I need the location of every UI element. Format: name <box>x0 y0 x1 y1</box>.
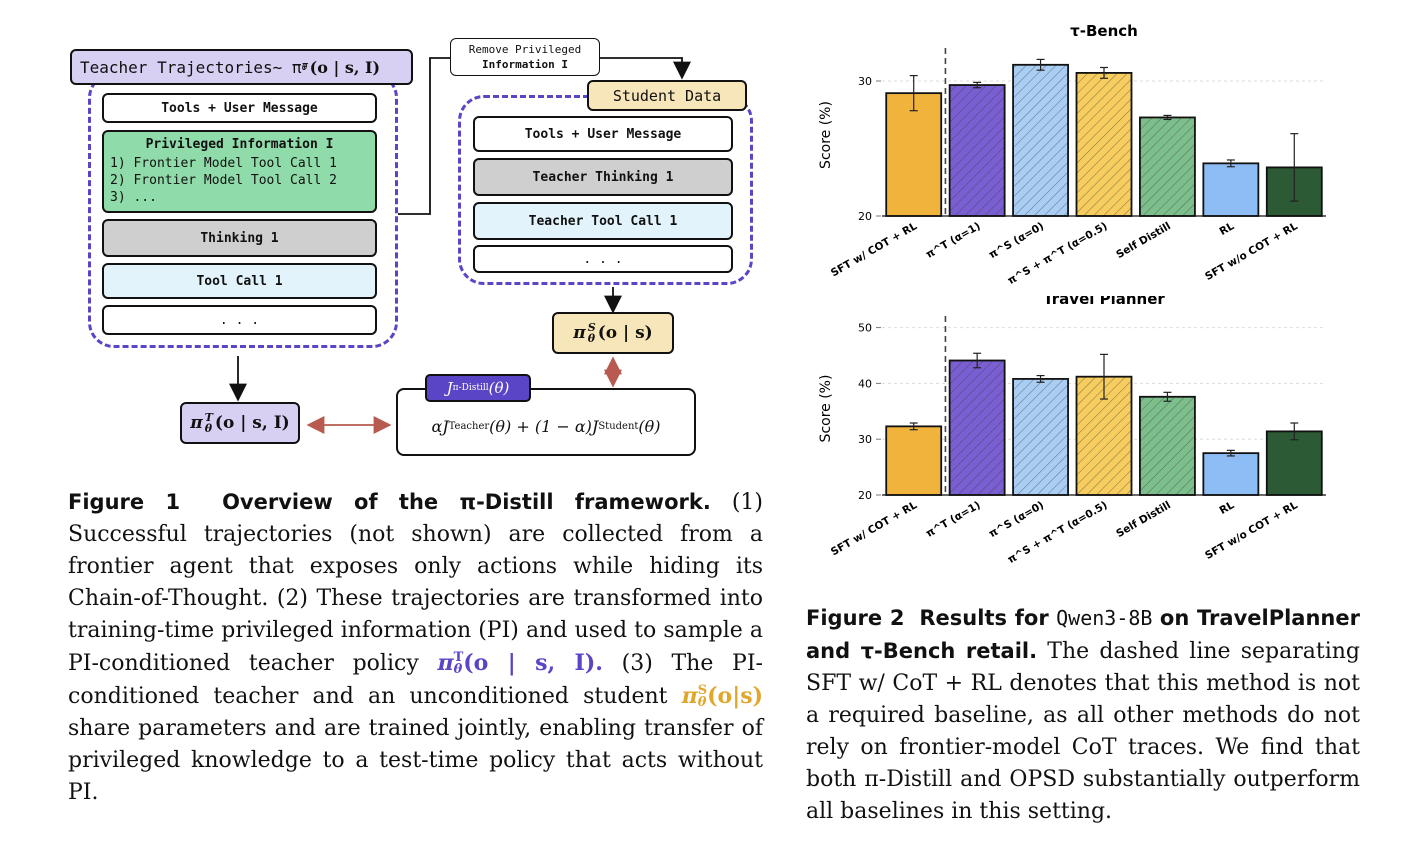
pi-item: 1) Frontier Model Tool Call 1 <box>110 156 337 171</box>
x-tick-label: Self Distill <box>1114 499 1173 540</box>
pi-item: 3) ... <box>110 190 157 205</box>
figure2-title-2: on TravelPlanner and τ-Bench retail. <box>806 606 1360 663</box>
tool-call-box: Tool Call 1 <box>102 263 377 299</box>
figure1-body-1: (1) Successful trajectories (not shown) … <box>68 490 763 676</box>
bar <box>1075 72 1133 217</box>
x-tick-label: π^S (α=0) <box>987 220 1046 261</box>
bar <box>885 92 943 217</box>
teacher-tool-call-box: Teacher Tool Call 1 <box>473 202 733 240</box>
y-tick-label: 30 <box>858 433 872 446</box>
y-tick-label: 20 <box>858 489 872 502</box>
right-tools-message-box: Tools + User Message <box>473 116 733 152</box>
privileged-information-title: Privileged Information I <box>145 137 334 152</box>
figure2-body: The dashed line separating SFT w/ CoT + … <box>806 639 1361 824</box>
figure1-body-3: share parameters and are trained jointly… <box>68 716 763 805</box>
privileged-information-box: Privileged Information I 1) Frontier Mod… <box>102 130 377 213</box>
bar <box>1012 63 1069 217</box>
figure2-label: Figure 2 <box>806 606 905 630</box>
figure2-caption: Figure 2 Results for Qwen3-8B on TravelP… <box>806 602 1360 828</box>
bar <box>1202 452 1260 496</box>
left-ellipsis-box: . . . <box>102 305 377 335</box>
x-tick-label: π^T (α=1) <box>924 499 983 540</box>
teacher-thinking-box: Teacher Thinking 1 <box>473 158 733 196</box>
x-tick-label: SFT w/ COT + RL <box>829 220 920 279</box>
x-tick-label: π^T (α=1) <box>924 220 983 261</box>
right-ellipsis-box: . . . <box>473 245 733 273</box>
student-data-label: Student Data <box>587 80 747 111</box>
chart-title: τ-Bench <box>1070 22 1138 40</box>
figure1-title: Overview of the π-Distill framework. <box>222 490 711 514</box>
x-tick-label: RL <box>1218 499 1237 517</box>
bar <box>1139 395 1196 496</box>
figure2-title-1: Results for <box>919 606 1049 630</box>
connector-arrow <box>600 57 691 80</box>
y-tick-label: 40 <box>858 377 872 390</box>
diagram-connectors <box>229 57 691 434</box>
x-tick-label: π^S (α=0) <box>987 499 1046 540</box>
bar <box>885 425 943 496</box>
remove-privileged-note: Remove Privileged Information I <box>450 38 600 76</box>
connector-line <box>398 57 450 215</box>
x-tick-label: SFT w/ COT + RL <box>829 499 920 558</box>
figure1-caption: Figure 1 Overview of the π-Distill frame… <box>68 486 763 809</box>
figure1-body-2: (3) The PI-conditioned teacher and an un… <box>68 651 763 709</box>
figure1-label: Figure 1 <box>68 490 181 514</box>
bar <box>948 359 1006 496</box>
x-tick-label: Self Distill <box>1114 220 1173 261</box>
y-tick-label: 50 <box>858 322 872 335</box>
y-tick-label: 30 <box>858 75 872 88</box>
y-tick-label: 20 <box>858 210 872 223</box>
y-axis-label: Score (%) <box>818 101 834 169</box>
x-tick-label: RL <box>1218 220 1237 238</box>
bar <box>948 84 1006 217</box>
left-tools-message-box: Tools + User Message <box>102 93 377 123</box>
figure2-title-code: Qwen3-8B <box>1056 606 1153 630</box>
bar <box>1012 378 1069 496</box>
y-axis-label: Score (%) <box>818 375 834 443</box>
bar <box>1202 162 1260 217</box>
pi-item: 2) Frontier Model Tool Call 2 <box>110 173 337 188</box>
chart-title: Travel Planner <box>1043 296 1165 308</box>
bar <box>1139 116 1196 217</box>
thinking-box: Thinking 1 <box>102 219 377 257</box>
bar <box>1265 430 1323 496</box>
